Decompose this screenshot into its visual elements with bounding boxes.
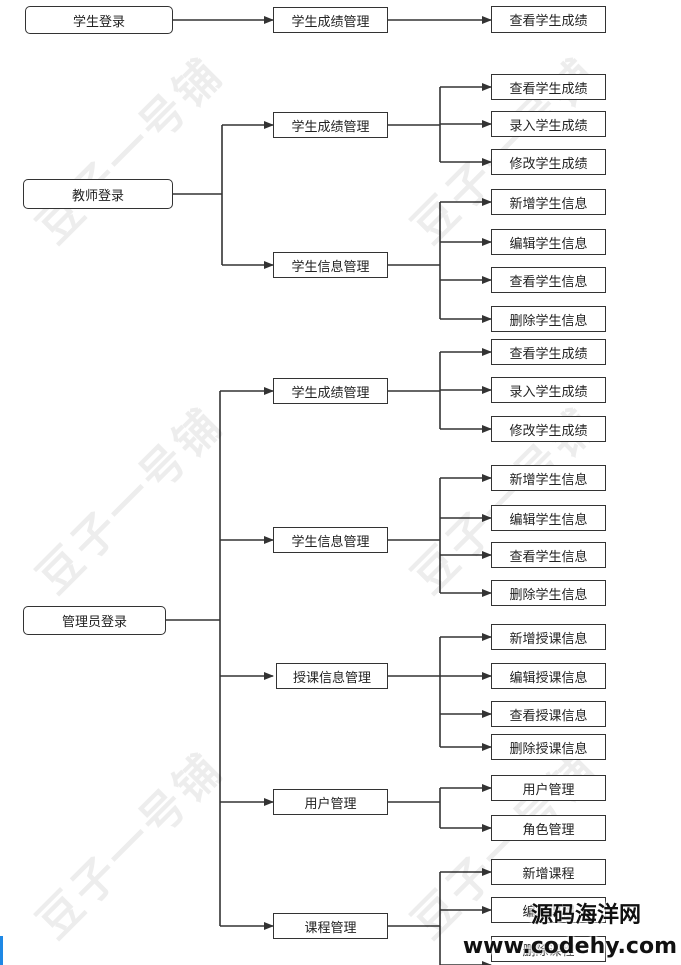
admin-teach-view-node: 查看授课信息	[491, 701, 606, 727]
teacher-info-view-node: 查看学生信息	[491, 267, 606, 293]
teacher-info-mgmt-node: 学生信息管理	[273, 252, 388, 278]
admin-user-sub-node: 用户管理	[491, 775, 606, 801]
admin-grade-entry-node: 录入学生成绩	[491, 377, 606, 403]
teacher-info-edit-node: 编辑学生信息	[491, 229, 606, 255]
admin-course-mgmt-node: 课程管理	[273, 913, 388, 939]
admin-info-delete-node: 删除学生信息	[491, 580, 606, 606]
admin-teach-delete-node: 删除授课信息	[491, 734, 606, 760]
student-grade-view-node: 查看学生成绩	[491, 6, 606, 33]
teacher-login-node: 教师登录	[23, 179, 173, 209]
teacher-grade-mgmt-node: 学生成绩管理	[273, 112, 388, 138]
admin-course-delete-node: 删除课程	[491, 936, 606, 962]
admin-course-add-node: 新增课程	[491, 859, 606, 885]
teacher-grade-entry-node: 录入学生成绩	[491, 111, 606, 137]
admin-info-mgmt-node: 学生信息管理	[273, 527, 388, 553]
admin-info-edit-node: 编辑学生信息	[491, 505, 606, 531]
teacher-grade-edit-node: 修改学生成绩	[491, 149, 606, 175]
teacher-grade-view-node: 查看学生成绩	[491, 74, 606, 100]
admin-user-mgmt-node: 用户管理	[273, 789, 388, 815]
admin-role-node: 角色管理	[491, 815, 606, 841]
admin-info-add-node: 新增学生信息	[491, 465, 606, 491]
student-grade-mgmt-node: 学生成绩管理	[273, 7, 388, 33]
admin-course-edit-node: 编辑课程	[491, 897, 606, 923]
admin-grade-mgmt-node: 学生成绩管理	[273, 378, 388, 404]
teacher-info-add-node: 新增学生信息	[491, 189, 606, 215]
admin-grade-edit-node: 修改学生成绩	[491, 416, 606, 442]
admin-info-view-node: 查看学生信息	[491, 542, 606, 568]
admin-login-node: 管理员登录	[23, 606, 166, 635]
edge-bar	[0, 936, 3, 965]
admin-grade-view-node: 查看学生成绩	[491, 339, 606, 365]
admin-teach-add-node: 新增授课信息	[491, 624, 606, 650]
admin-teach-edit-node: 编辑授课信息	[491, 663, 606, 689]
teacher-info-delete-node: 删除学生信息	[491, 306, 606, 332]
admin-teach-mgmt-node: 授课信息管理	[276, 663, 388, 689]
student-login-node: 学生登录	[25, 6, 173, 34]
